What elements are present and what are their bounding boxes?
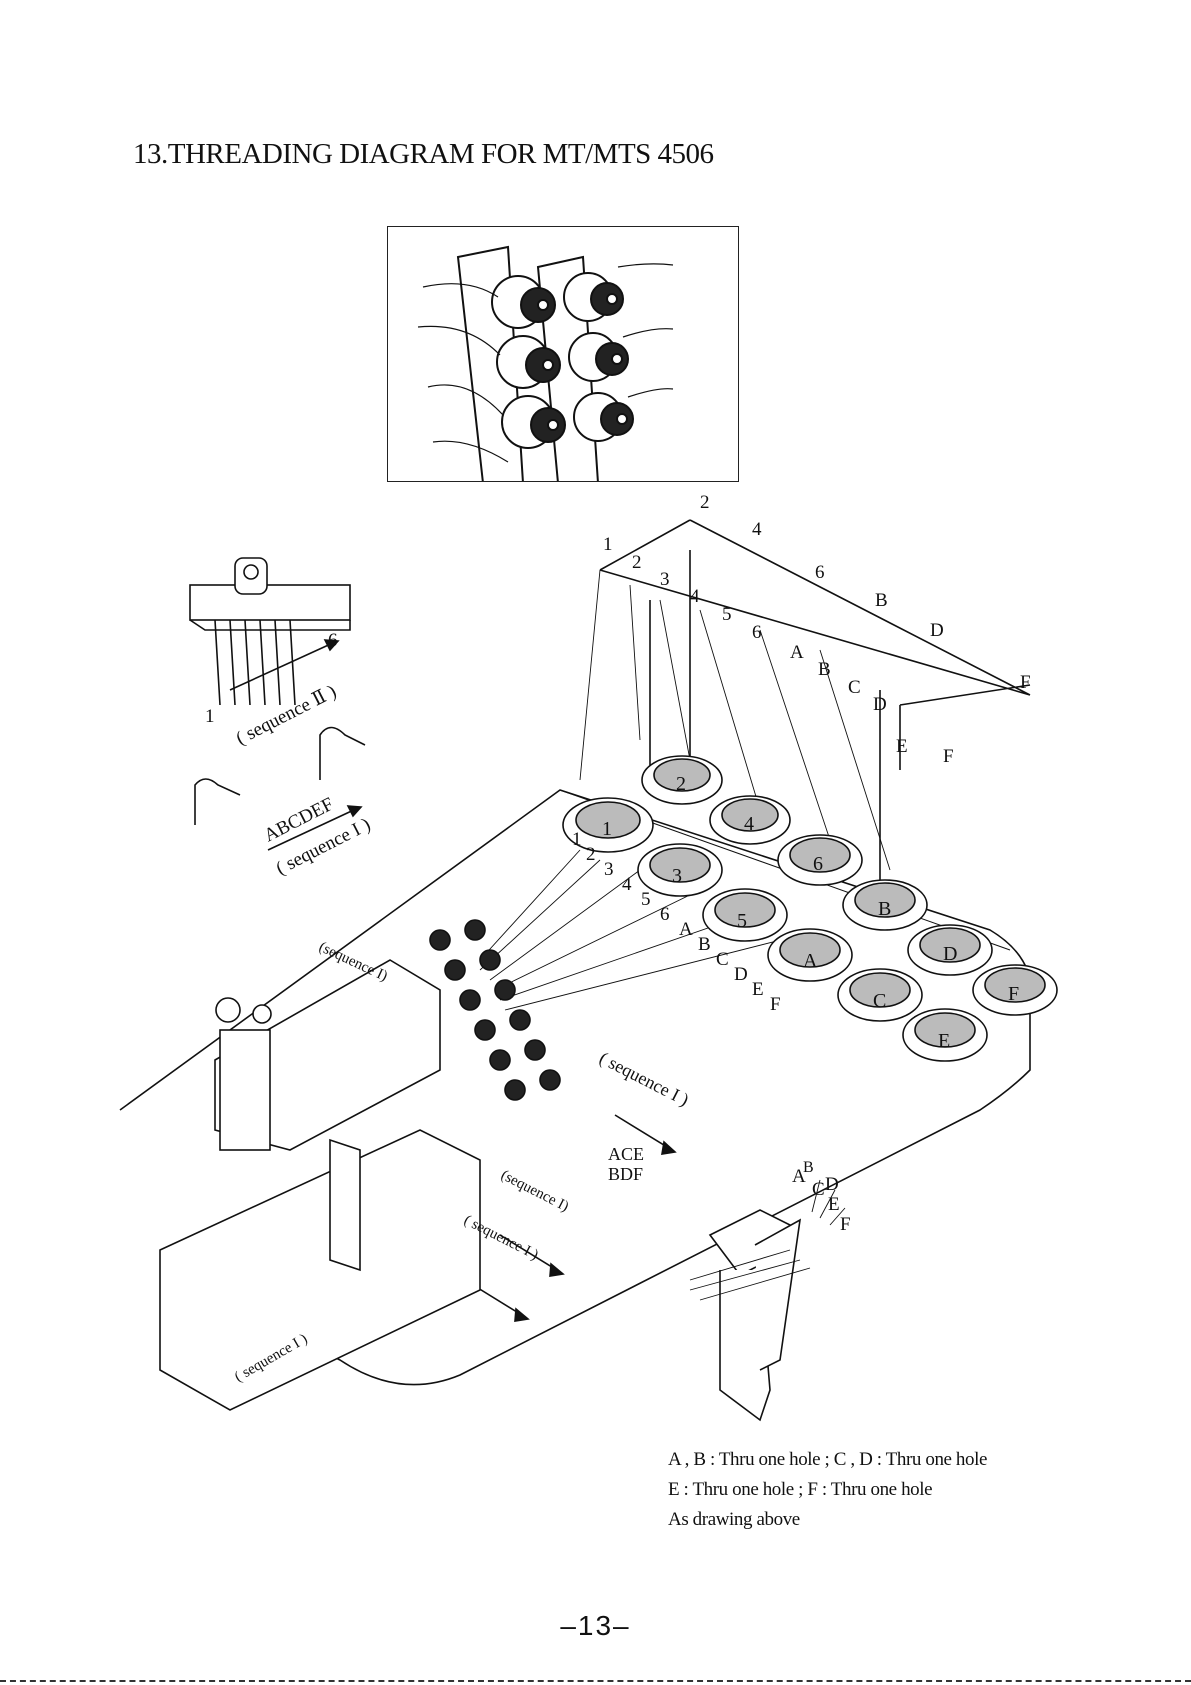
guide-label-D: D	[825, 1174, 839, 1195]
cone-label-5: 5	[737, 910, 747, 932]
sequence-II-end-label: 6	[328, 630, 338, 651]
cone-label-F: F	[1008, 983, 1019, 1005]
lower-label-A: A	[679, 919, 693, 940]
tension-assembly	[429, 919, 561, 1101]
machine-head	[159, 959, 481, 1411]
page-title: 13.THREADING DIAGRAM FOR MT/MTS 4506	[133, 138, 714, 170]
guide-label-F: F	[840, 1214, 851, 1235]
cone-label-1: 1	[602, 818, 612, 840]
cone-label-E: E	[938, 1030, 950, 1052]
lower-label-F: F	[770, 994, 781, 1015]
sequence-II-start-label: 1	[205, 706, 215, 727]
guide-label-A: A	[792, 1166, 806, 1187]
frame-label-D-top: D	[930, 620, 944, 641]
letters-BDF: BDF	[608, 1164, 643, 1184]
thread-guide-illustration	[689, 1209, 811, 1422]
frame-label-6-top: 6	[815, 562, 825, 583]
sequence-I-label-3: ( sequence I )	[596, 1048, 692, 1111]
frame-label-F: F	[943, 746, 954, 767]
frame-label-3: 3	[660, 569, 670, 590]
guide-label-C: C	[812, 1179, 825, 1200]
cone-label-4: 4	[744, 813, 754, 835]
thread-cones	[562, 755, 1058, 1062]
frame-label-E: E	[896, 736, 908, 757]
lower-label-2: 2	[586, 844, 596, 865]
frame-label-6: 6	[752, 622, 762, 643]
note-line-3: As drawing above	[668, 1509, 800, 1530]
lower-label-6: 6	[660, 904, 670, 925]
frame-label-5: 5	[722, 604, 732, 625]
cone-label-A: A	[803, 950, 818, 972]
note-line-1: A , B : Thru one hole ; C , D : Thru one…	[668, 1449, 988, 1470]
machine-table-outline	[119, 789, 1033, 1386]
guide-label-E: E	[828, 1194, 840, 1215]
cone-label-6: 6	[813, 853, 823, 875]
sequence-I-label-2: (sequence I)	[316, 939, 390, 985]
frame-label-4-top: 4	[752, 519, 762, 540]
note-line-2: E : Thru one hole ; F : Thru one hole	[668, 1479, 933, 1500]
page-number: –13–	[560, 1610, 631, 1641]
lower-label-5: 5	[641, 889, 651, 910]
sequence-I-label-4: (sequence I)	[498, 1167, 571, 1215]
cone-label-C: C	[873, 990, 886, 1012]
sequence-II-arrow	[229, 641, 336, 691]
frame-label-2-top: 2	[700, 492, 710, 513]
cone-label-B: B	[878, 898, 891, 920]
lower-label-1: 1	[572, 829, 582, 850]
lower-label-B: B	[698, 934, 711, 955]
cone-label-2: 2	[676, 773, 686, 795]
frame-label-B: B	[818, 659, 831, 680]
sequence-I-arrow-1	[267, 807, 359, 851]
guide-label-B: B	[803, 1159, 814, 1176]
frame-label-F-top: F	[1020, 672, 1031, 693]
letters-ACE: ACE	[608, 1144, 644, 1164]
lower-label-E: E	[752, 979, 764, 1000]
frame-label-B-top: B	[875, 590, 888, 611]
cone-label-3: 3	[672, 865, 682, 887]
frame-label-2: 2	[632, 552, 642, 573]
needle-bar-illustration	[189, 557, 351, 706]
frame-label-1: 1	[603, 534, 613, 555]
frame-label-A: A	[790, 642, 804, 663]
lower-label-D: D	[734, 964, 748, 985]
machine-threading-illustration: 1 6 ( sequence Ⅱ ) ABCDEF ( sequence I )…	[119, 492, 1058, 1422]
frame-label-4: 4	[690, 586, 700, 607]
lower-label-4: 4	[622, 874, 632, 895]
frame-label-D: D	[873, 694, 887, 715]
lower-label-3: 3	[604, 859, 614, 880]
lower-label-C: C	[716, 949, 729, 970]
tension-knob-detail-inset	[387, 226, 739, 482]
frame-label-C: C	[848, 677, 861, 698]
cone-label-D: D	[943, 943, 957, 965]
footer-dashed-line	[0, 1680, 1191, 1682]
tension-knob-illustration	[417, 245, 674, 481]
